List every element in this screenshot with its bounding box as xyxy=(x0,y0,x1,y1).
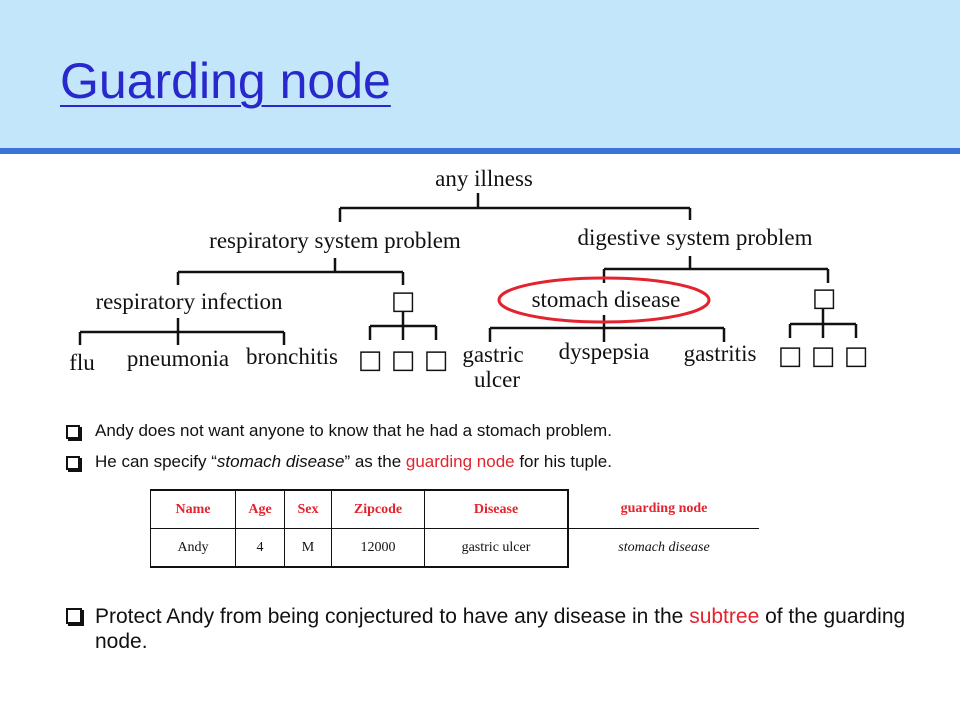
slide-title: Guarding node xyxy=(60,53,391,109)
header-age: Age xyxy=(235,489,285,529)
patient-table: Name Age Sex Zipcode Disease guarding no… xyxy=(150,489,759,568)
node-respiratory-system-problem: respiratory system problem xyxy=(209,228,461,253)
header-sex: Sex xyxy=(284,489,332,529)
leaf-gastritis: gastritis xyxy=(684,341,757,366)
placeholder-leaf-right-3: □ xyxy=(844,341,869,371)
cell-age: 4 xyxy=(235,528,285,568)
cell-name: Andy xyxy=(150,528,236,568)
bullet-2-text: He can specify “stomach disease” as the … xyxy=(95,452,612,471)
taxonomy-tree: any illness respiratory system problem d… xyxy=(69,166,869,392)
tree-edges xyxy=(78,193,858,345)
header-guarding-node: guarding node xyxy=(568,490,759,529)
node-digestive-system-problem: digestive system problem xyxy=(577,225,812,250)
cell-zipcode: 12000 xyxy=(331,528,425,568)
subtree-term: subtree xyxy=(689,605,760,628)
cell-disease: gastric ulcer xyxy=(424,528,569,568)
table-row: Andy 4 M 12000 gastric ulcer stomach dis… xyxy=(150,528,760,568)
placeholder-leaf-left-1: □ xyxy=(358,345,383,375)
placeholder-node-right: □ xyxy=(812,283,837,313)
leaf-gastric-ulcer-line1: gastric xyxy=(462,342,523,367)
guarding-node-highlight xyxy=(497,276,711,324)
title-underbar xyxy=(0,148,960,154)
leaf-flu: flu xyxy=(69,350,95,375)
leaf-dyspepsia: dyspepsia xyxy=(559,339,650,364)
table-header-row: Name Age Sex Zipcode Disease guarding no… xyxy=(150,489,759,529)
placeholder-leaf-left-3: □ xyxy=(424,345,449,375)
placeholder-leaf-right-1: □ xyxy=(778,341,803,371)
header-disease: Disease xyxy=(424,489,569,529)
cell-guarding-node: stomach disease xyxy=(618,540,710,555)
node-any-illness: any illness xyxy=(435,166,533,191)
leaf-pneumonia: pneumonia xyxy=(127,346,229,371)
header-zipcode: Zipcode xyxy=(331,489,425,529)
checkbox-bullet-icon xyxy=(66,425,80,439)
bullet-3-text: Protect Andy from being conjectured to h… xyxy=(95,605,906,653)
placeholder-node-left: □ xyxy=(391,286,416,316)
leaf-gastric-ulcer-line2: ulcer xyxy=(474,367,520,392)
placeholder-leaf-left-2: □ xyxy=(391,345,416,375)
checkbox-bullet-icon xyxy=(66,456,80,470)
guarding-node-term: guarding node xyxy=(405,452,515,471)
placeholder-leaf-right-2: □ xyxy=(811,341,836,371)
cell-sex: M xyxy=(284,528,332,568)
node-stomach-disease: stomach disease xyxy=(532,287,681,312)
bullet-1-text: Andy does not want anyone to know that h… xyxy=(95,421,612,440)
node-respiratory-infection: respiratory infection xyxy=(95,289,283,314)
checkbox-bullet-icon xyxy=(66,608,82,624)
header-name: Name xyxy=(150,489,236,529)
title-banner xyxy=(0,0,960,148)
leaf-bronchitis: bronchitis xyxy=(246,344,338,369)
